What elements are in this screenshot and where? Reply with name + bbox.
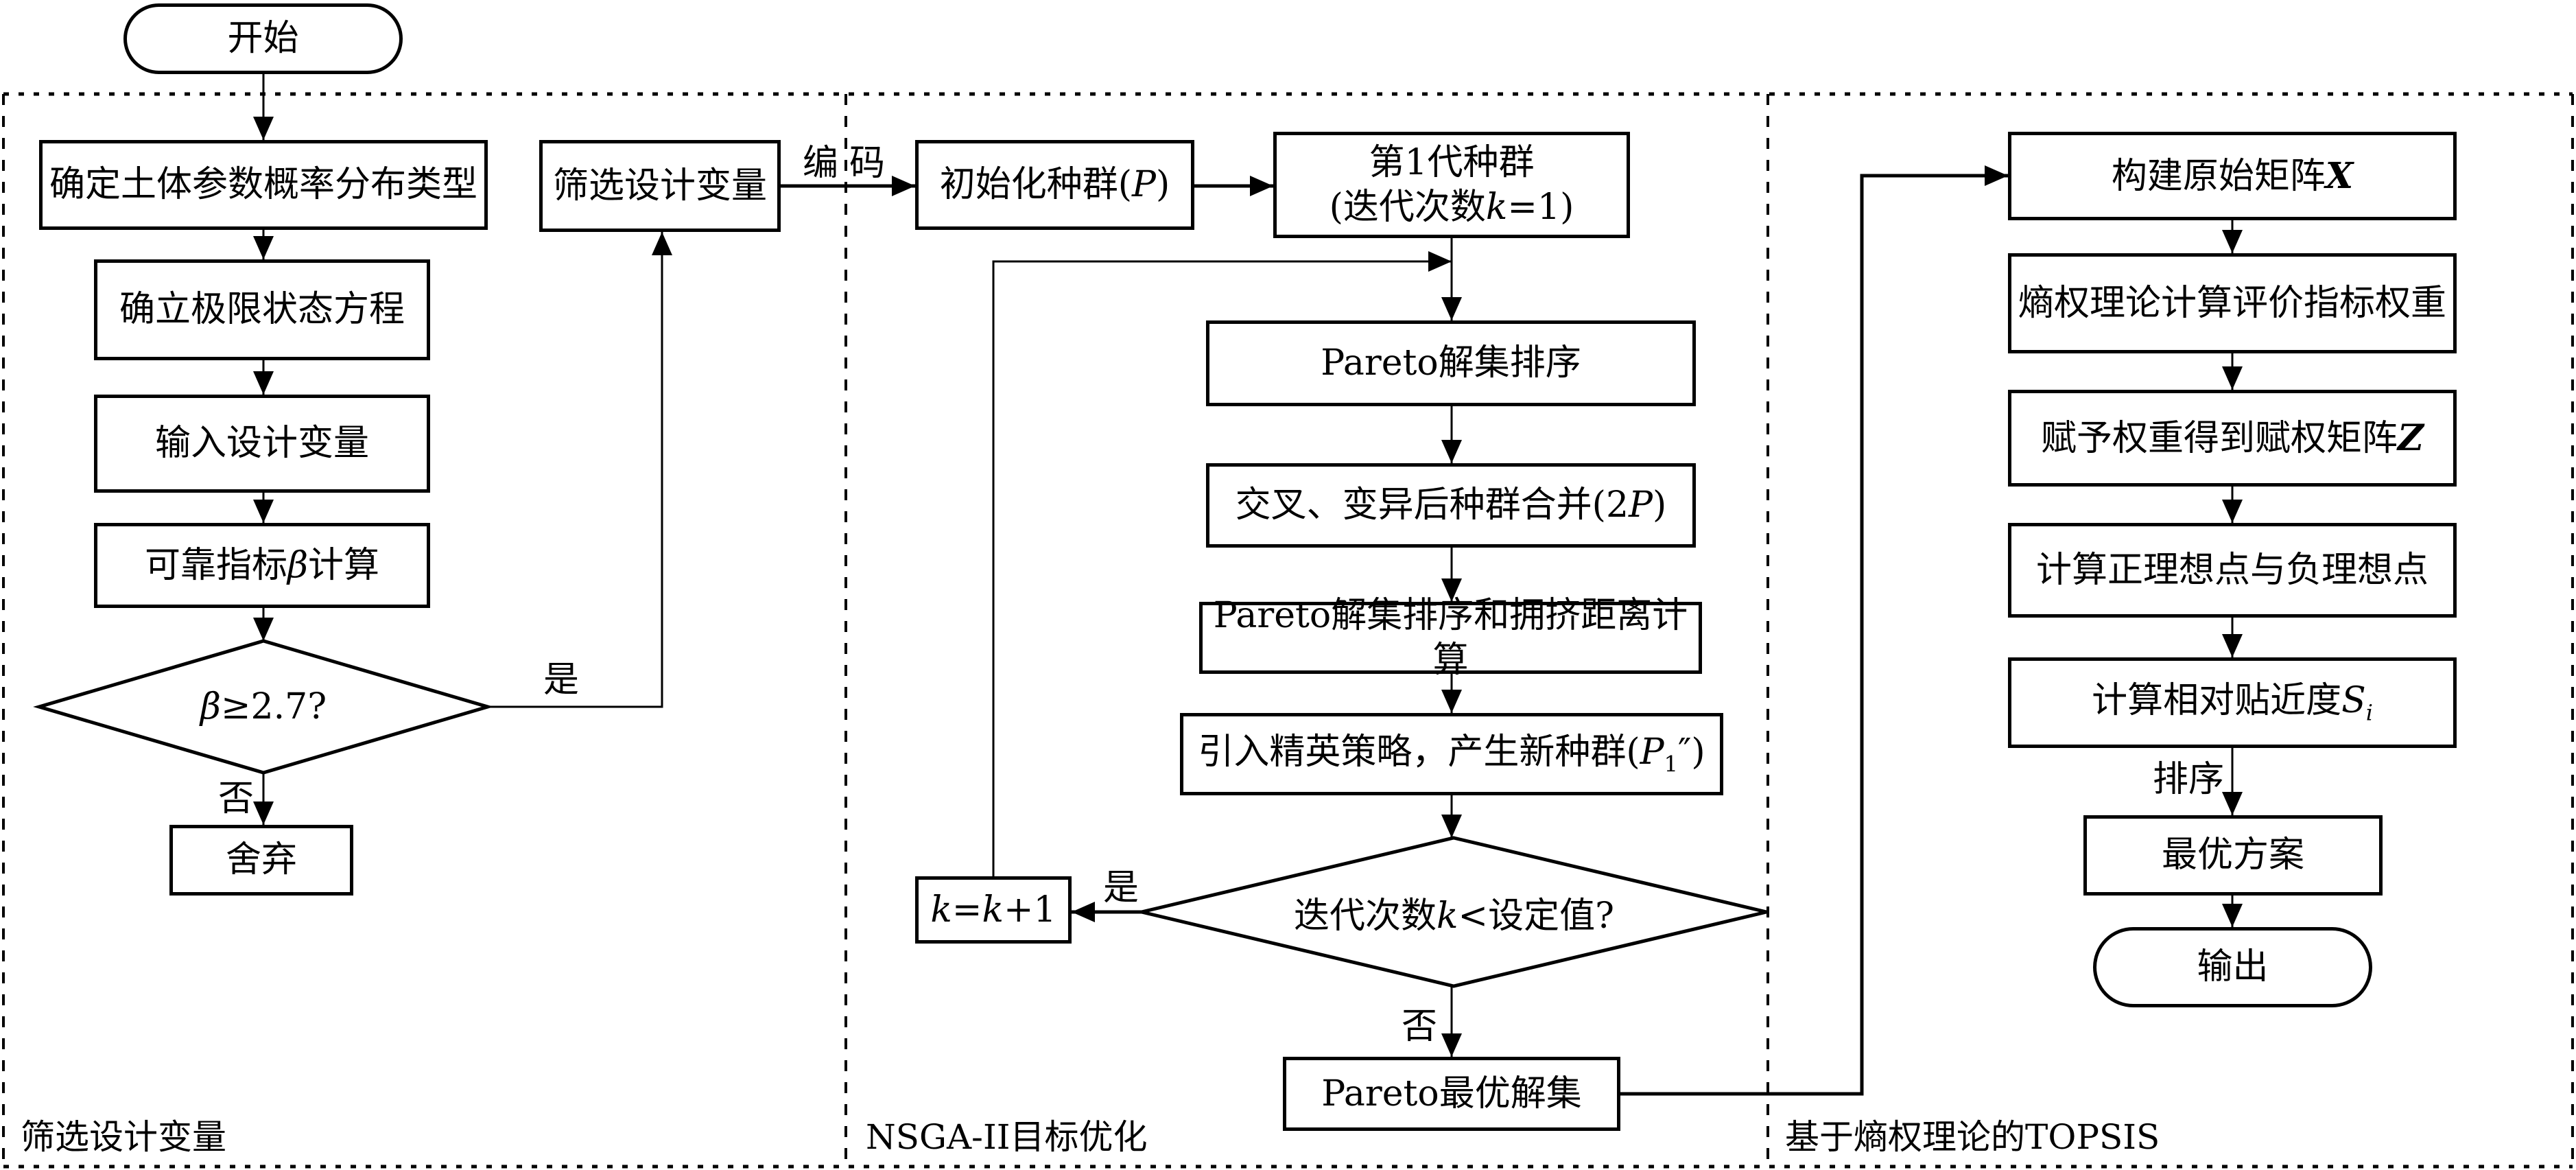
decision-iteration-label: 迭代次数k<设定值?: [1294, 895, 1614, 937]
node-label: 初始化种群(P): [939, 164, 1170, 205]
node-label: 构建原始矩阵X: [2111, 154, 2354, 197]
arrow-decision-yes-to-screen: [488, 232, 672, 708]
node-label: 计算正理想点与负理想点: [2035, 549, 2429, 591]
node-limit-state-equation: 确立极限状态方程: [94, 259, 430, 360]
node-increment-k: k=k+1: [915, 876, 1072, 944]
node-label: 可靠指标β计算: [144, 544, 380, 586]
node-pareto-crowding: Pareto解集排序和拥挤距离计算: [1199, 595, 1702, 681]
node-label: 赋予权重得到赋权矩阵Z: [2041, 417, 2424, 459]
arrow-loop-back: [992, 251, 1452, 876]
label-encode-1: 编: [803, 143, 839, 184]
label-yes-beta: 是: [543, 659, 580, 701]
node-screen-design-variables: 筛选设计变量: [539, 140, 781, 232]
node-label: Pareto最优解集: [1321, 1073, 1582, 1114]
node-label: 熵权理论计算评价指标权重: [2018, 282, 2446, 324]
node-label: 引入精英策略，产生新种群(P1″): [1198, 732, 1705, 777]
node-label: 最优方案: [2161, 834, 2304, 876]
node-first-generation: 第1代种群 (迭代次数k=1): [1273, 132, 1630, 238]
node-label: 确立极限状态方程: [119, 289, 405, 330]
label-encode-2: 码: [849, 143, 886, 184]
section-title-nsga: NSGA-II目标优化: [866, 1117, 1148, 1157]
decision-diamond-iteration: [1141, 836, 1767, 988]
label-no-beta: 否: [218, 778, 255, 819]
node-weighted-matrix: 赋予权重得到赋权矩阵Z: [2008, 390, 2457, 487]
node-label-line1: 第1代种群: [1369, 141, 1535, 183]
node-probability-distribution: 确定土体参数概率分布类型: [39, 140, 488, 230]
section-title-topsis: 基于熵权理论的TOPSIS: [1785, 1117, 2160, 1157]
start-terminal: 开始: [123, 3, 403, 74]
node-label: 输入设计变量: [154, 423, 369, 464]
node-pareto-optimal-set: Pareto最优解集: [1283, 1057, 1620, 1131]
node-label: 筛选设计变量: [552, 165, 767, 207]
node-optimal-scheme: 最优方案: [2083, 815, 2383, 896]
label-sort: 排序: [2153, 759, 2225, 800]
label-no-iteration: 否: [1402, 1006, 1438, 1047]
node-ideal-points: 计算正理想点与负理想点: [2008, 523, 2457, 618]
node-pareto-sort: Pareto解集排序: [1206, 320, 1696, 406]
node-label: Pareto解集排序: [1321, 342, 1581, 384]
node-relative-closeness: 计算相对贴近度Si: [2008, 657, 2457, 748]
node-label: 计算相对贴近度Si: [2092, 680, 2373, 726]
node-elite-strategy: 引入精英策略，产生新种群(P1″): [1180, 713, 1723, 795]
node-entropy-weights: 熵权理论计算评价指标权重: [2008, 253, 2457, 353]
decision-beta-label: β≥2.7?: [200, 686, 327, 727]
arrows: [253, 74, 2243, 1096]
output-terminal: 输出: [2093, 927, 2372, 1007]
node-label: Pareto解集排序和拥挤距离计算: [1213, 594, 1688, 681]
node-label: 确定土体参数概率分布类型: [49, 164, 477, 205]
start-label: 开始: [227, 18, 299, 59]
section-title-screening: 筛选设计变量: [21, 1117, 226, 1157]
node-reliability-index: 可靠指标β计算: [94, 523, 430, 608]
section-frames: [3, 92, 2573, 1169]
arrow-best-to-matrix: [1620, 165, 2008, 1096]
label-yes-iteration: 是: [1103, 867, 1139, 909]
node-input-design-variables: 输入设计变量: [94, 395, 430, 493]
node-label: 输出: [2197, 946, 2269, 987]
node-discard: 舍弃: [169, 825, 353, 896]
node-label-line2: (迭代次数k=1): [1329, 186, 1574, 228]
node-crossover-mutation: 交叉、变异后种群合并(2P): [1206, 463, 1696, 548]
node-label: 舍弃: [225, 839, 297, 880]
node-label: k=k+1: [930, 889, 1056, 931]
node-original-matrix: 构建原始矩阵X: [2008, 132, 2457, 220]
node-label: 交叉、变异后种群合并(2P): [1235, 484, 1667, 526]
node-init-population: 初始化种群(P): [915, 140, 1194, 230]
